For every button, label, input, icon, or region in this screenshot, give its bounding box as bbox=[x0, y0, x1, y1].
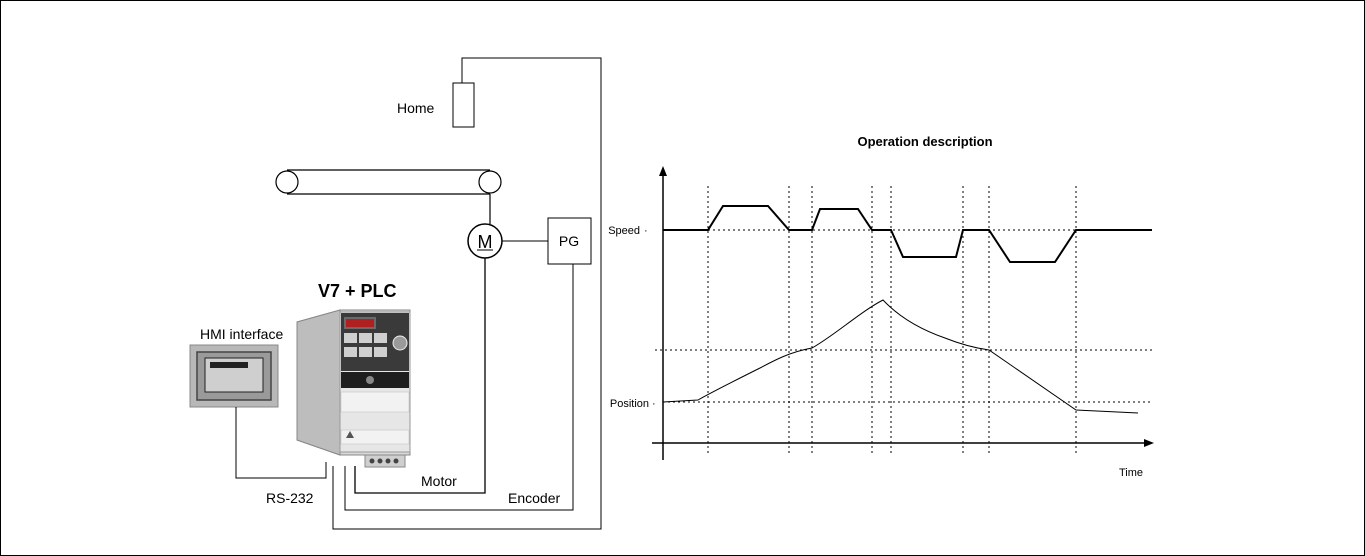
level-guides bbox=[655, 229, 1152, 403]
encoder-label: Encoder bbox=[508, 490, 560, 506]
position-tick-dot: · bbox=[652, 398, 656, 410]
hmi-label: HMI interface bbox=[200, 326, 283, 342]
conveyor-belt bbox=[275, 169, 502, 224]
x-axis-arrow bbox=[1144, 439, 1154, 447]
encoder-cable bbox=[344, 264, 574, 511]
motor-label: Motor bbox=[421, 473, 457, 489]
home-label: Home bbox=[397, 100, 435, 116]
time-axis-label: Time bbox=[1119, 467, 1143, 479]
position-axis-label: Position bbox=[610, 398, 649, 410]
v7-plc-title: V7 + PLC bbox=[318, 281, 397, 301]
position-series-line bbox=[662, 299, 1139, 414]
rs232-cable bbox=[235, 407, 327, 479]
time-guides bbox=[707, 186, 1077, 455]
pg-encoder-box bbox=[547, 217, 592, 265]
chart-title: Operation description bbox=[857, 134, 992, 149]
motor-cable bbox=[354, 258, 486, 494]
speed-tick-dot: · bbox=[644, 225, 648, 237]
rs232-label: RS-232 bbox=[266, 490, 314, 506]
y-axis-arrow bbox=[659, 166, 667, 176]
pg-label: PG bbox=[559, 233, 579, 249]
speed-series-line bbox=[663, 205, 1152, 263]
speed-axis-label: Speed bbox=[608, 225, 640, 237]
v7-inverter-icon bbox=[296, 309, 411, 468]
hmi-panel-icon bbox=[189, 344, 279, 408]
home-sensor bbox=[332, 57, 602, 530]
svg-text:M: M bbox=[478, 232, 493, 252]
